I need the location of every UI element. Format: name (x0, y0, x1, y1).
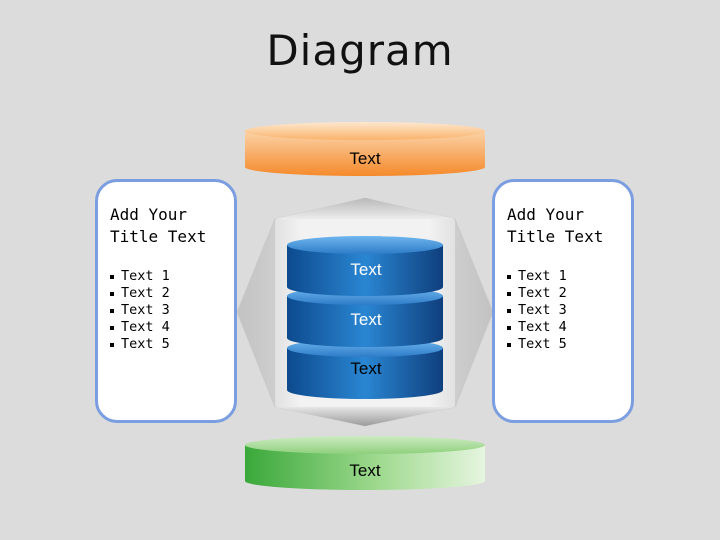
top-cylinder-label: Text (349, 149, 380, 168)
bottom-cylinder: Text (245, 436, 485, 490)
left-panel-list: Text 1 Text 2 Text 3 Text 4 Text 5 (110, 268, 170, 353)
bottom-cylinder-label: Text (349, 461, 380, 480)
list-item: Text 3 (507, 302, 567, 319)
list-item: Text 2 (110, 285, 170, 302)
stack-cylinder-3: Text (287, 339, 443, 399)
list-item: Text 2 (507, 285, 567, 302)
stack-label-2: Text (350, 310, 381, 329)
list-item: Text 4 (507, 319, 567, 336)
list-item: Text 5 (110, 336, 170, 353)
right-panel-list: Text 1 Text 2 Text 3 Text 4 Text 5 (507, 268, 567, 353)
right-panel: Add Your Title Text Text 1 Text 2 Text 3… (492, 179, 634, 423)
left-panel-title: Add Your Title Text (110, 205, 207, 246)
page-title: Diagram (266, 26, 454, 75)
list-item: Text 3 (110, 302, 170, 319)
right-panel-title: Add Your Title Text (507, 205, 604, 246)
list-item: Text 1 (110, 268, 170, 285)
stack-cylinder-1: Text (287, 236, 443, 296)
list-item: Text 4 (110, 319, 170, 336)
stack-label-1: Text (350, 260, 381, 279)
stack-label-3: Text (350, 359, 381, 378)
list-item: Text 5 (507, 336, 567, 353)
top-cylinder: Text (245, 122, 485, 176)
left-panel: Add Your Title Text Text 1 Text 2 Text 3… (95, 179, 237, 423)
list-item: Text 1 (507, 268, 567, 285)
